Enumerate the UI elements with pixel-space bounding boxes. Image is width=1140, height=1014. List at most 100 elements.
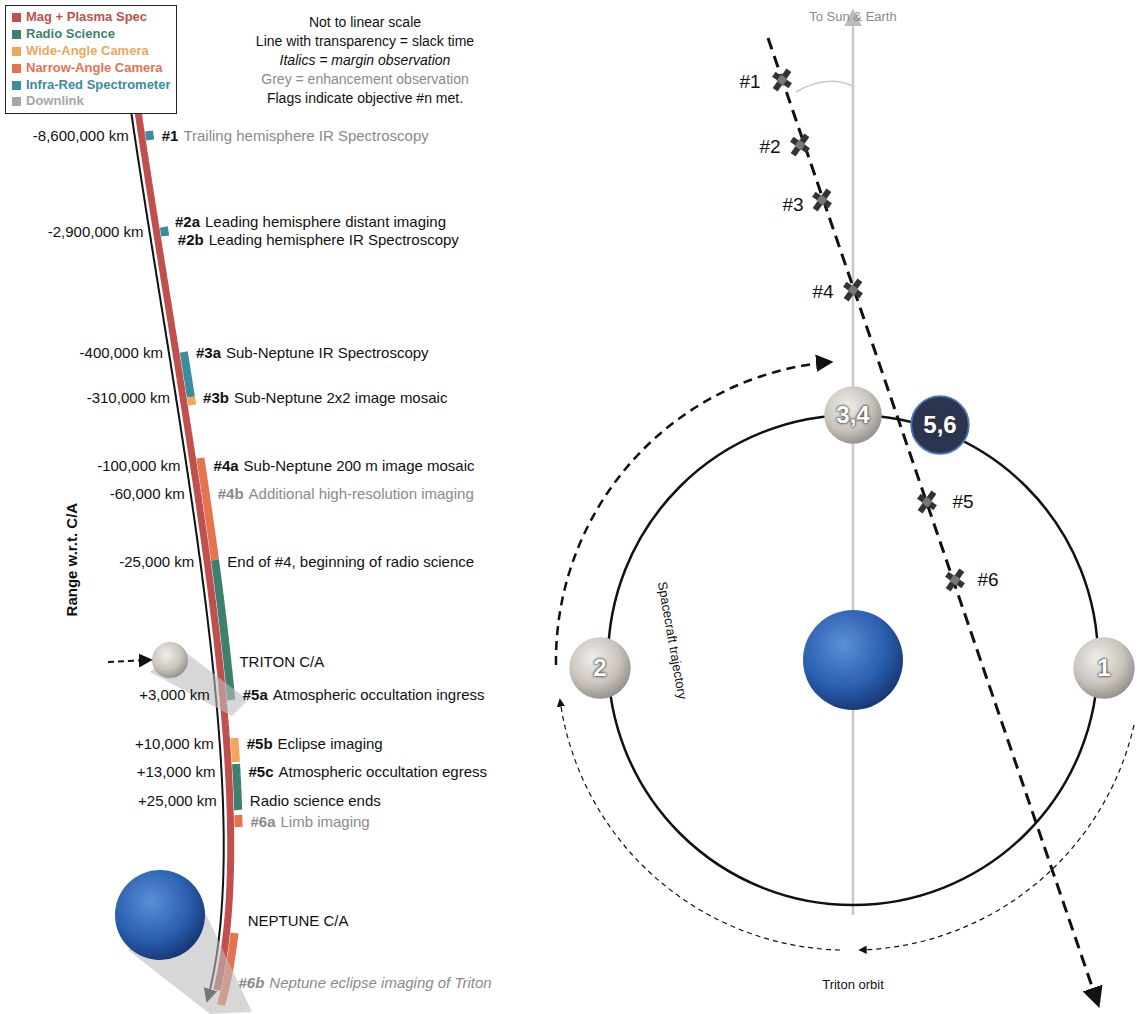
spacecraft-icon [912,486,942,517]
timeline-bar [238,815,239,827]
legend-entry: Downlink [12,93,170,110]
timeline-bar [164,227,165,236]
legend-text: Wide-Angle Camera [26,43,149,60]
annotation: Leading hemisphere distant imaging [205,213,446,230]
timeline-bar [164,227,165,236]
annotation: +13,000 km [137,763,216,780]
annotation: +25,000 km [138,792,217,809]
legend-entry: Radio Science [12,26,170,43]
legend-swatch [12,30,21,39]
timeline-bar [200,458,215,560]
annotation: +3,000 km [139,686,209,703]
annotation: #1 [739,71,760,93]
moon-circle: 1 [1072,636,1136,700]
legend-swatch [12,47,21,56]
moon-circle: 2 [568,636,632,700]
annotation: -400,000 km [80,344,163,361]
triton-orbit [608,415,1098,905]
timeline-bar [234,738,236,762]
orbit-direction [556,362,830,665]
annotation: #4 [812,281,833,303]
annotation: End of #4, beginning of radio science [227,553,474,570]
objective-number: #3a [196,344,221,361]
legend-text: Infra-Red Spectrometer [26,77,170,94]
spacecraft-icon [838,274,868,305]
spacecraft-icon [767,64,797,95]
annotation: Sub-Neptune 2x2 image mosaic [234,389,447,406]
legend-swatch [12,13,21,22]
annotation: +10,000 km [135,735,214,752]
objective-number: #4a [214,457,239,474]
legend-swatch [12,64,21,73]
moon-label: 5,6 [923,411,956,439]
annotation: #2 [759,136,780,158]
moon-label: 2 [593,654,606,682]
annotation: TRITON C/A [239,653,324,670]
annotation: #6 [977,569,998,591]
annotation: Atmospheric occultation egress [279,763,487,780]
objective-number: Range w.r.t. C/A [63,503,80,617]
orbit-direction [560,700,840,950]
legend-entry: Infra-Red Spectrometer [12,77,170,94]
annotation: Radio science ends [250,792,381,809]
objective-number: #6b [238,974,264,991]
timeline-bar [236,764,238,810]
annotation: Italics = margin observation [280,52,451,68]
annotation: Limb imaging [280,813,369,830]
annotation: Flags indicate objective #n met. [267,90,463,106]
timeline-bar [184,352,191,397]
timeline-bar [200,458,215,560]
legend-text: Narrow-Angle Camera [26,60,163,77]
annotation: Trailing hemisphere IR Spectroscopy [183,127,428,144]
legend-swatch [12,97,21,106]
moon-label: 1 [1097,654,1110,682]
spacecraft-icon [807,184,837,215]
annotation: Leading hemisphere IR Spectroscopy [209,231,459,248]
annotation: -100,000 km [97,457,180,474]
orbit-direction [860,725,1134,950]
objective-number: #6a [250,813,275,830]
annotation: Not to linear scale [309,14,421,30]
timeline-bar [149,131,150,140]
neptune-icon [803,610,903,710]
spacecraft-trajectory [768,38,1098,1004]
angle-arc [796,81,853,92]
moon-circle: 3,4 [823,385,883,445]
neptune-icon [115,870,205,960]
triton-arrow [108,660,150,662]
annotation: -8,600,000 km [33,127,129,144]
annotation: -60,000 km [110,485,185,502]
legend-text: Mag + Plasma Spec [26,9,147,26]
annotation: Line with transparency = slack time [256,33,474,49]
legend-text: Radio Science [26,26,115,43]
objective-number: #5a [243,686,268,703]
moon-label: 3,4 [836,401,869,429]
objective-number: #2a [175,213,200,230]
triton-icon [152,642,188,678]
annotation: Neptune eclipse imaging of Triton [269,974,491,991]
sun-direction [852,12,855,915]
timeline-bar [236,764,238,810]
annotation: Atmospheric occultation ingress [273,686,485,703]
annotation: Sub-Neptune IR Spectroscopy [226,344,429,361]
annotation: Triton orbit [822,978,884,993]
legend-entry: Mag + Plasma Spec [12,9,170,26]
timeline-bar [191,397,192,405]
legend-entry: Narrow-Angle Camera [12,60,170,77]
legend-text: Downlink [26,93,84,110]
annotation: NEPTUNE C/A [248,912,349,929]
timeline-bar [234,815,242,827]
annotation: #5 [952,491,973,513]
annotation: To Sun & Earth [809,10,896,25]
annotation: -25,000 km [119,553,194,570]
objective-number: #4b [218,485,244,502]
annotation: -310,000 km [87,389,170,406]
objective-number: #1 [162,127,179,144]
annotation: Additional high-resolution imaging [249,485,474,502]
spacecraft-icon [785,129,815,160]
annotation: Grey = enhancement observation [261,71,468,87]
legend-entry: Wide-Angle Camera [12,43,170,60]
annotation: Eclipse imaging [278,735,383,752]
annotation: Sub-Neptune 200 m image mosaic [244,457,475,474]
annotation: Spacecraft trajectory [654,580,689,700]
